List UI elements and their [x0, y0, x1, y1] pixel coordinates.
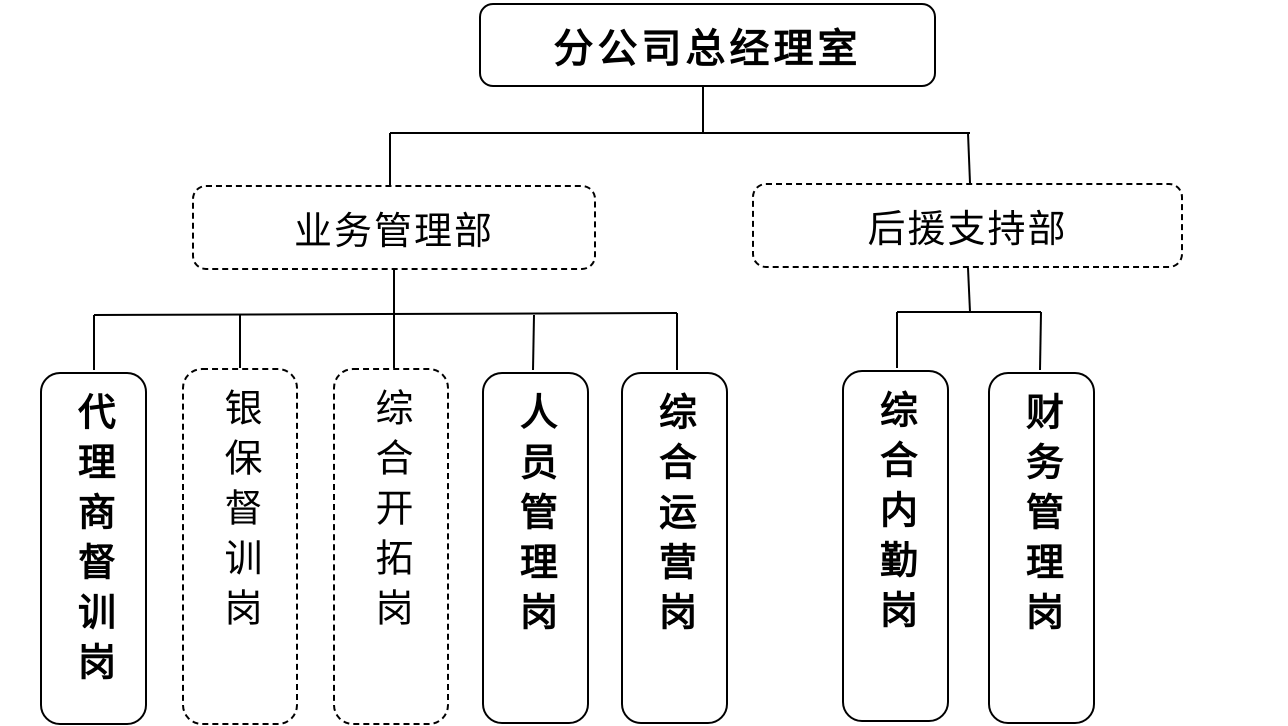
- post-label: 综合内勤岗: [873, 390, 919, 640]
- post-node: 人员管理岗: [482, 372, 589, 724]
- post-node: 代理商督训岗: [40, 372, 147, 725]
- post-node: 财务管理岗: [988, 372, 1095, 724]
- department-label: 业务管理部: [293, 209, 494, 253]
- post-label: 综合运营岗: [652, 392, 698, 642]
- post4-drop-line: [532, 314, 535, 371]
- root-node: 分公司总经理室: [479, 3, 936, 87]
- post-label: 财务管理岗: [1019, 392, 1065, 642]
- dept1-post-bus-line: [93, 312, 678, 316]
- post-node: 综合运营岗: [621, 372, 728, 724]
- post-node: 综合开拓岗: [333, 368, 449, 725]
- department-label: 后援支持部: [867, 207, 1068, 251]
- post-node: 银保督训岗: [182, 368, 298, 725]
- dept2-drop-line: [967, 132, 971, 184]
- post-label: 人员管理岗: [513, 392, 559, 642]
- department-node-business: 业务管理部: [192, 185, 596, 270]
- post-node: 综合内勤岗: [842, 370, 949, 722]
- root-label: 分公司总经理室: [553, 25, 862, 72]
- post-label: 银保督训岗: [218, 388, 262, 638]
- dept2-stem-line: [967, 267, 971, 313]
- post7-drop-line: [1039, 311, 1042, 371]
- department-node-support: 后援支持部: [752, 183, 1183, 268]
- post-label: 代理商督训岗: [71, 392, 117, 692]
- post-label: 综合开拓岗: [369, 388, 413, 638]
